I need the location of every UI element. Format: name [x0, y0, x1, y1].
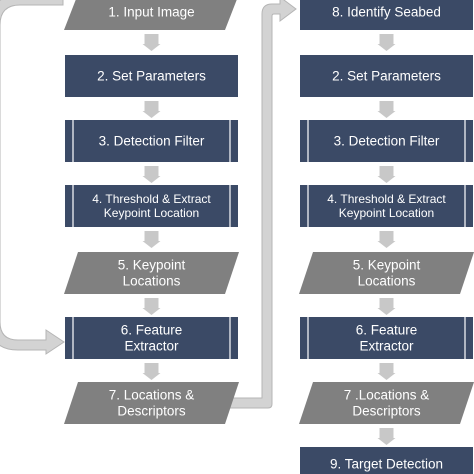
step-label: 4. Threshold & Extract — [327, 192, 446, 206]
io-parallelogram — [64, 382, 239, 424]
step-label: Keypoint Location — [339, 206, 434, 220]
step-label: 8. Identify Seabed — [332, 5, 441, 20]
loop-connector-arrow — [0, 0, 65, 355]
step-label: 3. Detection Filter — [334, 134, 440, 149]
step-label: 4. Threshold & Extract — [92, 192, 211, 206]
step-label: 2. Set Parameters — [97, 69, 206, 84]
flow-arrow-right-7 — [377, 428, 396, 445]
step-right-1: 8. Identify Seabed — [300, 0, 473, 30]
process-box — [65, 120, 238, 162]
process-box — [300, 185, 473, 227]
step-label: 6. Feature — [121, 323, 183, 338]
step-left-7: 7. Locations &Descriptors — [64, 382, 239, 424]
step-label: 3. Detection Filter — [99, 134, 205, 149]
flow-arrow-right-3 — [377, 166, 396, 183]
process-box — [300, 55, 473, 97]
flow-arrow-right-1 — [377, 34, 396, 51]
step-label: 9. Target Detection — [330, 457, 443, 472]
step-label: 5. Keypoint — [353, 258, 421, 273]
step-label: Extractor — [124, 339, 179, 354]
flow-arrow-right-4 — [377, 231, 396, 248]
step-left-3: 3. Detection Filter — [65, 120, 238, 162]
process-box — [300, 447, 473, 474]
step-label: 7. Locations & — [109, 388, 195, 403]
step-label: 7 .Locations & — [344, 388, 430, 403]
flow-arrow-left-1 — [142, 34, 161, 51]
step-label: Keypoint Location — [104, 206, 199, 220]
process-box — [300, 0, 473, 30]
step-left-1: 1. Input Image — [64, 0, 237, 30]
step-label: 6. Feature — [356, 323, 418, 338]
step-left-2: 2. Set Parameters — [65, 55, 238, 97]
step-label: Locations — [123, 274, 181, 289]
step-label: 1. Input Image — [108, 5, 194, 20]
column-link-arrow — [225, 0, 297, 409]
step-label: Extractor — [359, 339, 414, 354]
flow-arrow-right-2 — [377, 101, 396, 118]
process-box — [65, 185, 238, 227]
step-right-3: 3. Detection Filter — [300, 120, 473, 162]
io-parallelogram — [64, 0, 237, 30]
step-right-8: 9. Target Detection — [300, 447, 473, 474]
io-parallelogram — [299, 382, 474, 424]
process-box — [300, 317, 473, 359]
flow-arrow-left-2 — [142, 101, 161, 118]
io-parallelogram — [64, 252, 239, 294]
right-column: 8. Identify Seabed 2. Set Parameters 3. De… — [299, 0, 474, 474]
step-label: 5. Keypoint — [118, 258, 186, 273]
step-right-7: 7 .Locations &Descriptors — [299, 382, 474, 424]
step-label: Descriptors — [352, 404, 421, 419]
flow-arrow-left-5 — [142, 298, 161, 315]
io-parallelogram — [299, 252, 474, 294]
step-label: Descriptors — [117, 404, 186, 419]
process-box — [65, 317, 238, 359]
flow-arrow-right-6 — [377, 363, 396, 380]
flow-arrow-left-6 — [142, 363, 161, 380]
flow-arrow-left-4 — [142, 231, 161, 248]
process-box — [300, 120, 473, 162]
left-column: 1. Input Image 2. Set Parameters 3. Detect… — [64, 0, 239, 424]
process-box — [65, 55, 238, 97]
flow-arrow-right-5 — [377, 298, 396, 315]
step-right-2: 2. Set Parameters — [300, 55, 473, 97]
step-label: 2. Set Parameters — [332, 69, 441, 84]
flow-arrow-left-3 — [142, 166, 161, 183]
step-label: Locations — [358, 274, 416, 289]
